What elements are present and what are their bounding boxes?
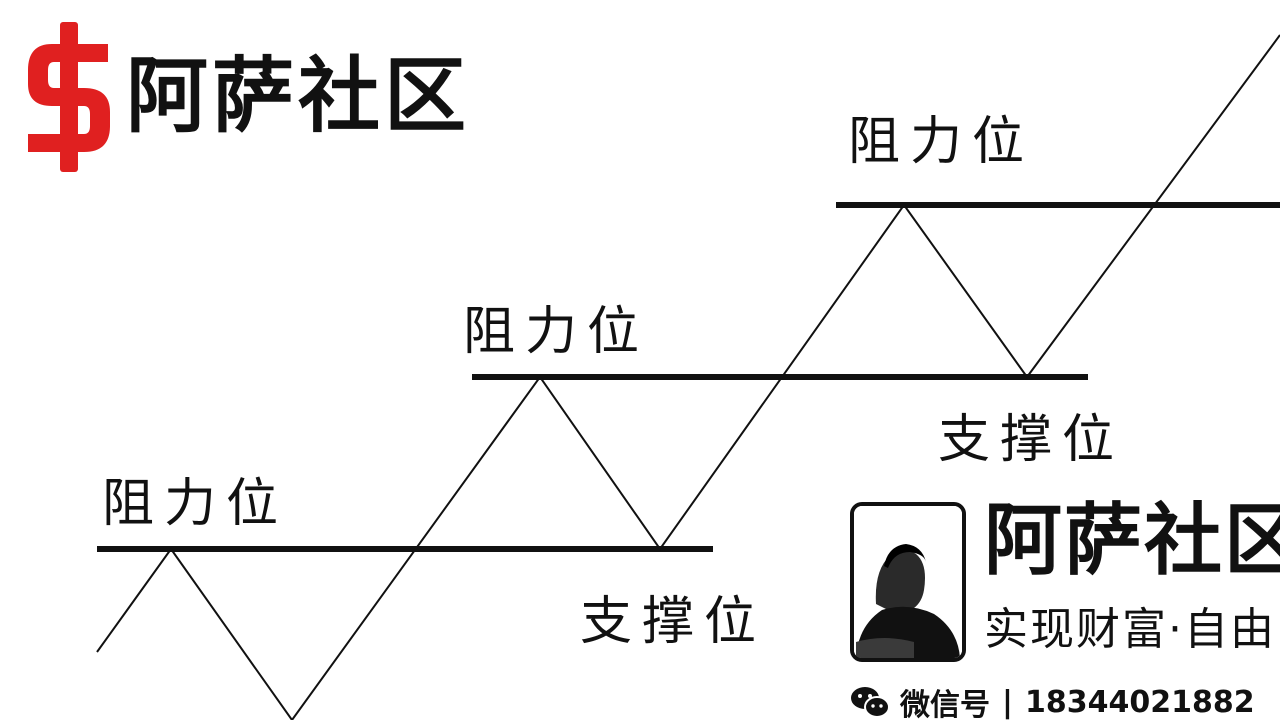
- resistance-label-3: 阻力位: [848, 112, 1035, 172]
- avatar: [850, 502, 966, 662]
- resistance-label-2: 阻力位: [463, 302, 650, 362]
- card-title: 阿萨社区: [984, 496, 1280, 586]
- wechat-id: 18344021882: [1024, 684, 1255, 720]
- wechat-contact: 微信号 | 18344021882: [850, 684, 1255, 723]
- wechat-icon: [851, 687, 890, 718]
- site-logo: 阿萨社区: [24, 22, 470, 172]
- support-label-1: 支撑位: [580, 592, 767, 652]
- contact-separator: |: [1002, 684, 1013, 720]
- avatar-photo: [854, 506, 962, 658]
- resistance-label-1: 阻力位: [102, 474, 289, 534]
- card-slogan: 实现财富·自由: [984, 604, 1276, 655]
- support-label-2: 支撑位: [938, 410, 1125, 470]
- price-path: [96, 34, 1280, 720]
- dollar-logo-icon: [28, 22, 110, 172]
- logo-text: 阿萨社区: [126, 49, 471, 144]
- wechat-label: 微信号: [900, 688, 990, 723]
- brand-card: 阿萨社区 实现财富·自由 微信号 | 18344021882: [850, 502, 1280, 723]
